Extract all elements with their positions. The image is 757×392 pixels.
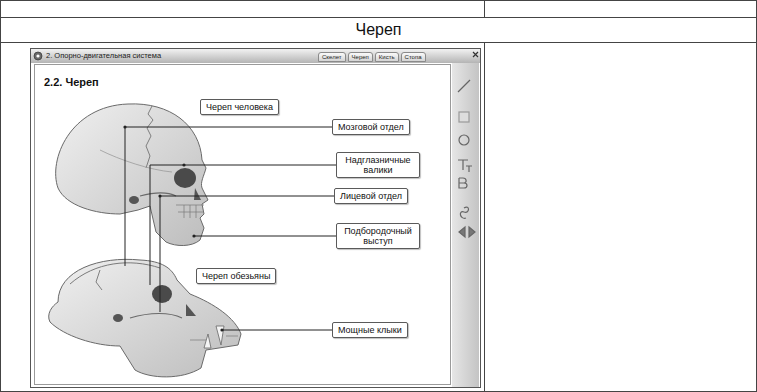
ear-opening [129,196,139,204]
pencil-icon [458,80,470,92]
skull-outline [56,104,208,246]
node-text: Скелет [322,54,342,61]
part-label-box: Подбородочный выступ [336,223,420,250]
node-text: Подбородочный выступ [342,226,414,247]
leader-dot [220,328,223,331]
teeth [190,336,238,340]
part-label-box: Надглазничные валики [336,152,420,179]
table-rule [484,0,485,17]
teeth [176,205,204,218]
canine [216,326,224,345]
eye-socket [152,285,172,303]
leader-dot [182,163,185,166]
window-title: 2. Опорно-двигательная система [46,52,161,60]
part-label-box: Мощные клыки [332,322,408,338]
eye-socket [174,168,196,188]
crest [70,263,160,284]
node-text: Стопа [405,54,422,61]
tab: Стопа [401,52,426,63]
leader-line [150,165,184,166]
text-icon [459,178,467,188]
human-skull [56,104,208,246]
table-rule [484,42,485,392]
suture [146,106,153,168]
caption-box: Череп обезьяны [196,268,276,284]
leader-line [222,330,332,331]
node-text: Мозговой отдел [338,122,404,132]
icon [459,112,469,122]
node-text: Череп [352,54,369,61]
suture [96,270,102,290]
part-label-box: Мозговой отдел [332,119,410,135]
nasal-opening [194,188,201,200]
window-icon [34,52,42,60]
leader-dot [123,125,126,128]
text-icon [458,160,472,172]
part-label-box: Лицевой отдел [334,188,408,204]
temporal-line [100,150,172,172]
leader-line [125,127,126,266]
leader-line [194,236,336,237]
node-text: Мощные клыки [338,325,402,335]
node-text: Кисть [379,54,395,61]
leader-line [150,165,151,285]
tab: Кисть [375,52,399,63]
window-icon [36,54,39,57]
leader-dots [123,125,223,331]
node-text: Надглазничные валики [342,155,414,176]
node-text: Череп человека [206,102,273,112]
leader-line [160,196,161,312]
leader-line [184,165,336,166]
leader-lines [125,127,336,330]
content-panel [35,65,451,385]
canine [204,334,211,348]
toolbar-icons [458,52,478,237]
zygomatic-arch [130,314,182,319]
close-icon [473,52,478,57]
caption-box: Череп человека [200,99,279,115]
table-rule [0,17,757,18]
ear-opening [113,314,123,322]
node-text: Череп обезьяны [202,271,270,281]
title-bar [31,49,480,63]
nasal-opening [186,304,196,316]
section-heading: 2.2. Череп [44,76,99,88]
nav-arrows [459,227,475,237]
leader-line [125,127,332,128]
app-window [31,49,481,388]
leader-dot [158,194,161,197]
leader-dot [192,234,195,237]
curve-icon [460,207,468,218]
toolbar [452,63,479,387]
tab: Череп [348,52,373,63]
table-rule [0,42,757,43]
node-text: Лицевой отдел [340,191,402,201]
leader-line [160,196,334,197]
icon [459,135,469,145]
tab: Скелет [318,52,346,63]
table-heading: Череп [0,21,757,39]
